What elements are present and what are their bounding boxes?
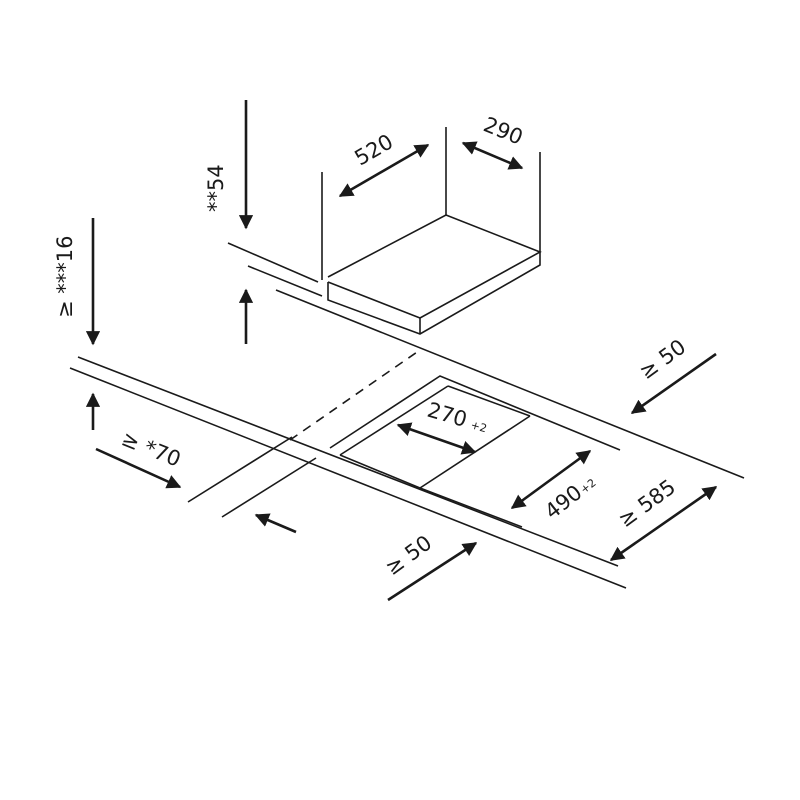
cutout-outline [329, 375, 621, 451]
arrow-70-return [254, 513, 297, 534]
arrow-490 [510, 449, 592, 510]
cutout-front-edge [339, 454, 421, 489]
cutout-left-line [339, 385, 449, 456]
worktop-profile-upper [227, 242, 745, 479]
label-270: 270 [425, 398, 470, 432]
label-290: 290 [480, 112, 526, 149]
arrow-50-front [387, 541, 478, 602]
label-16: ≥ ***16 [53, 236, 77, 319]
worktop-left-edge-2 [221, 457, 317, 518]
worktop-back-edge-2 [69, 367, 627, 589]
label-520: 520 [351, 129, 398, 170]
worktop [69, 349, 627, 589]
label-270-tolerance: +2 [469, 418, 488, 435]
hob-unit [321, 127, 542, 335]
worktop-hidden-edge [289, 349, 421, 441]
worktop-back-edge-1 [77, 356, 619, 567]
arrow-290 [461, 141, 524, 170]
arrow-270 [396, 422, 477, 455]
arrow-585 [609, 485, 718, 562]
label-585: ≥ 585 [614, 475, 680, 532]
arrow-70 [95, 447, 182, 489]
worktop-left-edge-1 [187, 436, 293, 503]
hob-top-surface [327, 214, 542, 319]
cutout-front-rim [419, 487, 523, 528]
arrow-50-rear [630, 352, 717, 415]
hob-base [327, 252, 541, 335]
arrow-520 [338, 143, 430, 198]
dimension-labels: 520 290 **54 ≥ ***16 270 +2 490 +2 ≥ 585… [53, 112, 690, 580]
dimension-arrows [85, 100, 718, 602]
cutout-inner-back [447, 385, 531, 417]
label-54: **54 [204, 164, 228, 212]
